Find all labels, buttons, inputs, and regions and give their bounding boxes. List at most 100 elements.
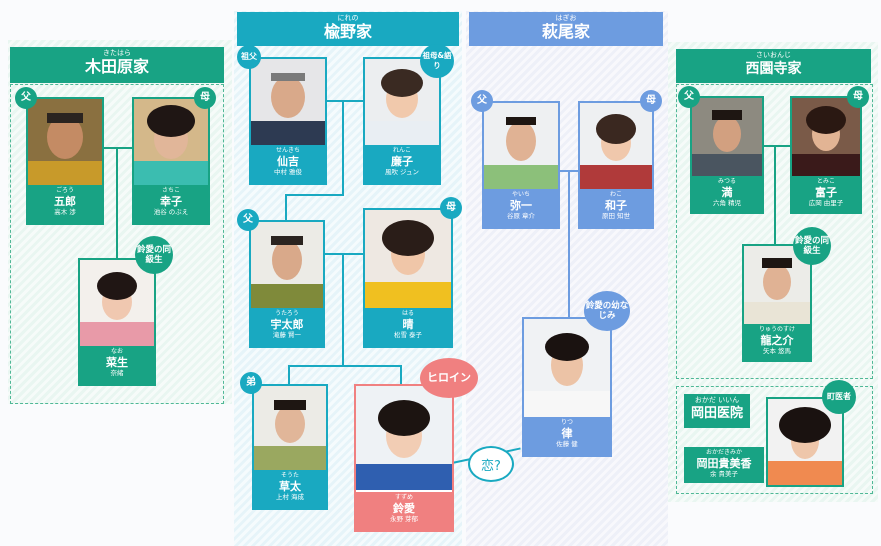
tag-suzume-heroine: ヒロイン: [420, 358, 478, 398]
portrait-haru: [365, 210, 451, 308]
actor-wako: 原田 知世: [601, 212, 631, 220]
ruby-haru: はる: [401, 310, 414, 317]
hagio-title: 萩尾家: [541, 22, 590, 41]
card-renko[interactable]: れんこ 廉子 風吹 ジュン: [363, 57, 441, 185]
nireno-header: にれの 楡野家: [237, 12, 459, 46]
tag-senkichi-grandfather: 祖父: [237, 45, 261, 69]
ruby-kimika: おかだきみか: [705, 449, 742, 456]
card-sota[interactable]: そうた 草太 上村 海成: [252, 384, 328, 510]
ruby-ryunosuke: りゅうのすけ: [758, 326, 795, 333]
line-nireno-gen1-down: [342, 100, 344, 195]
card-tomiko[interactable]: とみこ 富子 広岡 由里子: [790, 96, 862, 214]
name-haru: 晴: [402, 318, 414, 331]
love-bubble: 恋?: [468, 446, 514, 482]
label-renko: れんこ 廉子 風吹 ジュン: [365, 145, 439, 183]
label-mitsuru: みつる 満 六角 精児: [692, 176, 762, 212]
label-ryunosuke: りゅうのすけ 龍之介 矢本 悠馬: [744, 324, 810, 360]
kitahara-header: きたはら 木田原家: [10, 47, 224, 83]
name-utaro: 宇太郎: [270, 318, 304, 331]
actor-utaro: 滝藤 賢一: [272, 331, 302, 339]
label-suzume: すずめ 鈴愛 永野 芽郁: [356, 492, 452, 530]
portrait-mitsuru: [692, 98, 762, 176]
line-nireno-gen2-down: [342, 253, 344, 366]
name-renko: 廉子: [391, 155, 413, 168]
ruby-suzume: すずめ: [394, 494, 413, 501]
card-wako[interactable]: わこ 和子 原田 知世: [578, 101, 654, 229]
card-senkichi[interactable]: せんきち 仙吉 中村 雅俊: [249, 57, 327, 185]
hagio-ruby: はぎお: [555, 14, 577, 22]
ruby-goro: ごろう: [55, 187, 74, 194]
tag-ryunosuke-classmate: 鈴愛の同級生: [793, 227, 831, 265]
okada-ruby: おかだ いいん: [694, 396, 740, 404]
name-ritsu: 律: [561, 427, 573, 440]
actor-naoi: 奈緒: [110, 369, 124, 377]
card-mitsuru[interactable]: みつる 満 六角 精児: [690, 96, 764, 214]
nishizonoji-ruby: さいおんじ: [756, 51, 791, 59]
label-senkichi: せんきち 仙吉 中村 雅俊: [251, 145, 325, 183]
actor-ritsu: 佐藤 健: [556, 440, 578, 448]
ruby-yaichi: やいち: [511, 191, 530, 198]
card-yaichi[interactable]: やいち 弥一 谷原 章介: [482, 101, 560, 229]
tag-haru-mother: 母: [440, 197, 462, 219]
tag-tomiko-mother: 母: [847, 86, 869, 108]
card-ritsu[interactable]: りつ 律 佐藤 健: [522, 317, 612, 457]
tag-utaro-father: 父: [237, 209, 259, 231]
actor-senkichi: 中村 雅俊: [273, 168, 303, 176]
portrait-sota: [254, 386, 326, 470]
tag-wako-mother: 母: [640, 90, 662, 112]
ruby-ritsu: りつ: [560, 419, 574, 426]
okada-header: おかだ いいん 岡田医院: [684, 394, 750, 428]
tag-sachiko-mother: 母: [194, 87, 216, 109]
card-sachiko[interactable]: さちこ 幸子 池谷 のぶえ: [132, 97, 210, 225]
actor-sota: 上村 海成: [275, 493, 305, 501]
label-ritsu: りつ 律 佐藤 健: [524, 417, 610, 455]
line-nireno-suzume-up: [400, 365, 402, 385]
ruby-sachiko: さちこ: [161, 187, 180, 194]
card-haru[interactable]: はる 晴 松雪 泰子: [363, 208, 453, 348]
label-haru: はる 晴 松雪 泰子: [365, 308, 451, 346]
name-sachiko: 幸子: [160, 195, 182, 208]
label-utaro: うたろう 宇太郎 滝藤 賢一: [251, 308, 323, 346]
actor-sachiko: 池谷 のぶえ: [153, 208, 189, 216]
okada-border: [676, 386, 873, 494]
portrait-ritsu: [524, 319, 610, 417]
actor-mitsuru: 六角 精児: [712, 199, 742, 207]
okada-title: 岡田医院: [690, 406, 743, 421]
line-nireno-utaro-up: [285, 194, 287, 220]
ruby-tomiko: とみこ: [816, 178, 835, 185]
card-suzume[interactable]: すずめ 鈴愛 永野 芽郁: [354, 384, 454, 532]
card-goro[interactable]: ごろう 五郎 高木 渉: [26, 97, 104, 225]
hagio-header: はぎお 萩尾家: [469, 12, 663, 46]
name-tomiko: 富子: [815, 186, 837, 199]
line-nishizonoji-child: [774, 145, 776, 245]
ruby-sota: そうた: [280, 472, 299, 479]
tag-goro-father: 父: [15, 87, 37, 109]
actor-suzume: 永野 芽郁: [389, 515, 419, 523]
card-naoi[interactable]: なお 菜生 奈緒: [78, 258, 156, 386]
line-nireno-gen3-h: [288, 365, 402, 367]
portrait-goro: [28, 99, 102, 185]
line-yaichi-wako: [556, 170, 578, 172]
name-wako: 和子: [605, 199, 627, 212]
portrait-senkichi: [251, 59, 325, 145]
nishizonoji-title: 西園寺家: [745, 61, 802, 77]
actor-kimika: 余 貴美子: [709, 470, 739, 478]
name-kimika: 岡田貴美香: [696, 457, 752, 470]
actor-yaichi: 谷原 章介: [506, 212, 536, 220]
line-nireno-sota-up: [288, 365, 290, 385]
tag-kimika-town-doctor: 町医者: [822, 380, 856, 414]
line-hagio-child: [568, 170, 570, 318]
card-ryunosuke[interactable]: りゅうのすけ 龍之介 矢本 悠馬: [742, 244, 812, 362]
label-naoi: なお 菜生 奈緒: [80, 346, 154, 384]
card-utaro[interactable]: うたろう 宇太郎 滝藤 賢一: [249, 220, 325, 348]
name-sota: 草太: [279, 480, 301, 493]
portrait-yaichi: [484, 103, 558, 189]
portrait-ryunosuke: [744, 246, 810, 324]
ruby-utaro: うたろう: [275, 310, 299, 317]
name-goro: 五郎: [54, 195, 76, 208]
nishizonoji-header: さいおんじ 西園寺家: [676, 49, 871, 83]
label-goro: ごろう 五郎 高木 渉: [28, 185, 102, 223]
ruby-naoi: なお: [110, 348, 123, 355]
label-sachiko: さちこ 幸子 池谷 のぶえ: [134, 185, 208, 223]
name-mitsuru: 満: [721, 186, 733, 199]
